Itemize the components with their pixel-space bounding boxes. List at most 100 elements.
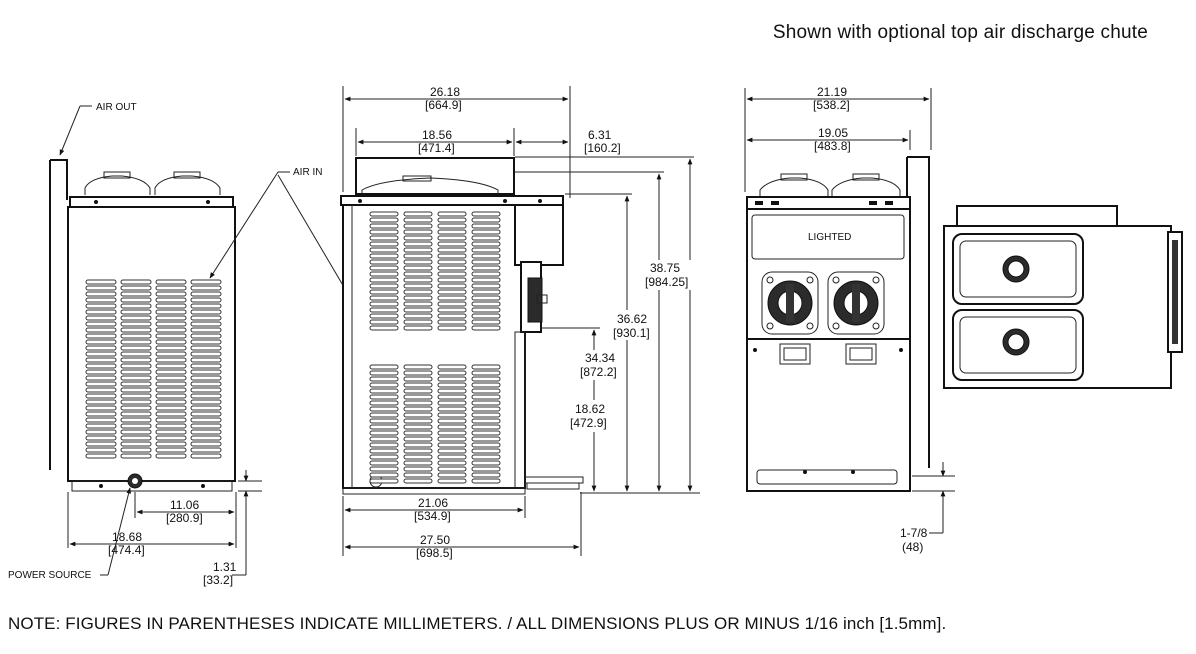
louver-slot: [437, 307, 467, 313]
louver-slot: [403, 241, 433, 247]
louver-slot: [369, 412, 399, 418]
louver-slot: [120, 405, 152, 411]
louver-slot: [437, 235, 467, 241]
louver-slot: [155, 453, 187, 459]
louver-slot: [471, 472, 501, 478]
louver-slot: [403, 313, 433, 319]
louver-slot: [190, 441, 222, 447]
louver-slot: [120, 429, 152, 435]
louver-slot: [85, 297, 117, 303]
louver-slot: [190, 285, 222, 291]
louver-slot: [120, 351, 152, 357]
louver-slot: [437, 400, 467, 406]
louver-slot: [369, 478, 399, 484]
louver-slot: [403, 289, 433, 295]
louver-slot: [403, 301, 433, 307]
louver-slot: [85, 285, 117, 291]
louver-slot: [155, 345, 187, 351]
louver-slot: [85, 321, 117, 327]
louver-slot: [403, 376, 433, 382]
louver-slot: [190, 291, 222, 297]
louver-slot: [369, 454, 399, 460]
louver-slot: [85, 333, 117, 339]
dim-front-total-mm: [698.5]: [416, 546, 453, 560]
louver-slot: [85, 279, 117, 285]
louver-slot: [190, 399, 222, 405]
louver-slot: [120, 441, 152, 447]
louver-slot: [437, 271, 467, 277]
louver-slot: [190, 351, 222, 357]
dim-height-cab-mm: [930.1]: [613, 326, 650, 340]
louver-slot: [437, 253, 467, 259]
louver-slot: [85, 411, 117, 417]
louver-slot: [155, 399, 187, 405]
louver-slot: [369, 388, 399, 394]
louver-slot: [155, 321, 187, 327]
louver-slot: [155, 375, 187, 381]
dim-height-drip-in: 18.62: [575, 402, 605, 416]
dim-front-top-in: 18.56: [422, 128, 452, 142]
louver-slot: [120, 345, 152, 351]
louver-slot: [190, 309, 222, 315]
louver-slot: [471, 247, 501, 253]
dim-front-top-mm: [471.4]: [418, 141, 455, 155]
louver-slot: [190, 303, 222, 309]
louver-slot: [155, 297, 187, 303]
louver-slot: [85, 447, 117, 453]
dim-side-foot-in: 1.31: [213, 560, 237, 574]
dim-height-drip-mm: [472.9]: [570, 416, 607, 430]
louver-slot: [403, 442, 433, 448]
louver-slot: [85, 441, 117, 447]
louver-slot: [471, 400, 501, 406]
dim-front-chute-in: 6.31: [588, 128, 612, 142]
louver-slot: [190, 345, 222, 351]
louver-slot: [437, 289, 467, 295]
louver-slot: [403, 424, 433, 430]
louver-slot: [471, 229, 501, 235]
louver-slot: [471, 442, 501, 448]
top-view: [943, 205, 1183, 389]
louver-slot: [120, 399, 152, 405]
lighted-label: LIGHTED: [808, 232, 851, 243]
louver-slot: [403, 460, 433, 466]
louver-slot: [120, 393, 152, 399]
louver-slot: [155, 315, 187, 321]
louver-slot: [471, 235, 501, 241]
louver-slot: [369, 235, 399, 241]
louver-slot: [369, 430, 399, 436]
louver-slot: [437, 430, 467, 436]
louver-slot: [190, 411, 222, 417]
louver-slot: [437, 442, 467, 448]
louver-slot: [369, 436, 399, 442]
dim-rear-inner-in: 19.05: [818, 126, 848, 140]
louver-slot: [369, 277, 399, 283]
louver-slot: [190, 435, 222, 441]
louver-slot: [437, 223, 467, 229]
louver-slot: [471, 376, 501, 382]
louver-slot: [471, 370, 501, 376]
louver-slot: [369, 241, 399, 247]
louver-slot: [369, 448, 399, 454]
louver-slot: [437, 313, 467, 319]
louver-slot: [471, 301, 501, 307]
louver-slot: [155, 327, 187, 333]
dim-side-b-mm: [474.4]: [108, 543, 145, 557]
louver-slot: [155, 423, 187, 429]
louver-slot: [155, 279, 187, 285]
louver-slot: [471, 382, 501, 388]
louver-slot: [403, 319, 433, 325]
louver-slot: [437, 247, 467, 253]
louver-slot: [190, 369, 222, 375]
louver-slot: [120, 423, 152, 429]
louver-slot: [403, 466, 433, 472]
dispense-valve-right: [827, 271, 885, 335]
side-view: 11.06 [280.9] 18.68 [474.4] 1.31 [33.2] …: [8, 102, 385, 587]
louver-slot: [437, 241, 467, 247]
louver-slot: [471, 394, 501, 400]
louver-slot: [471, 478, 501, 484]
louver-slot: [85, 369, 117, 375]
louver-slot: [85, 393, 117, 399]
louver-slot: [369, 442, 399, 448]
louver-slot: [369, 253, 399, 259]
louver-slot: [155, 429, 187, 435]
